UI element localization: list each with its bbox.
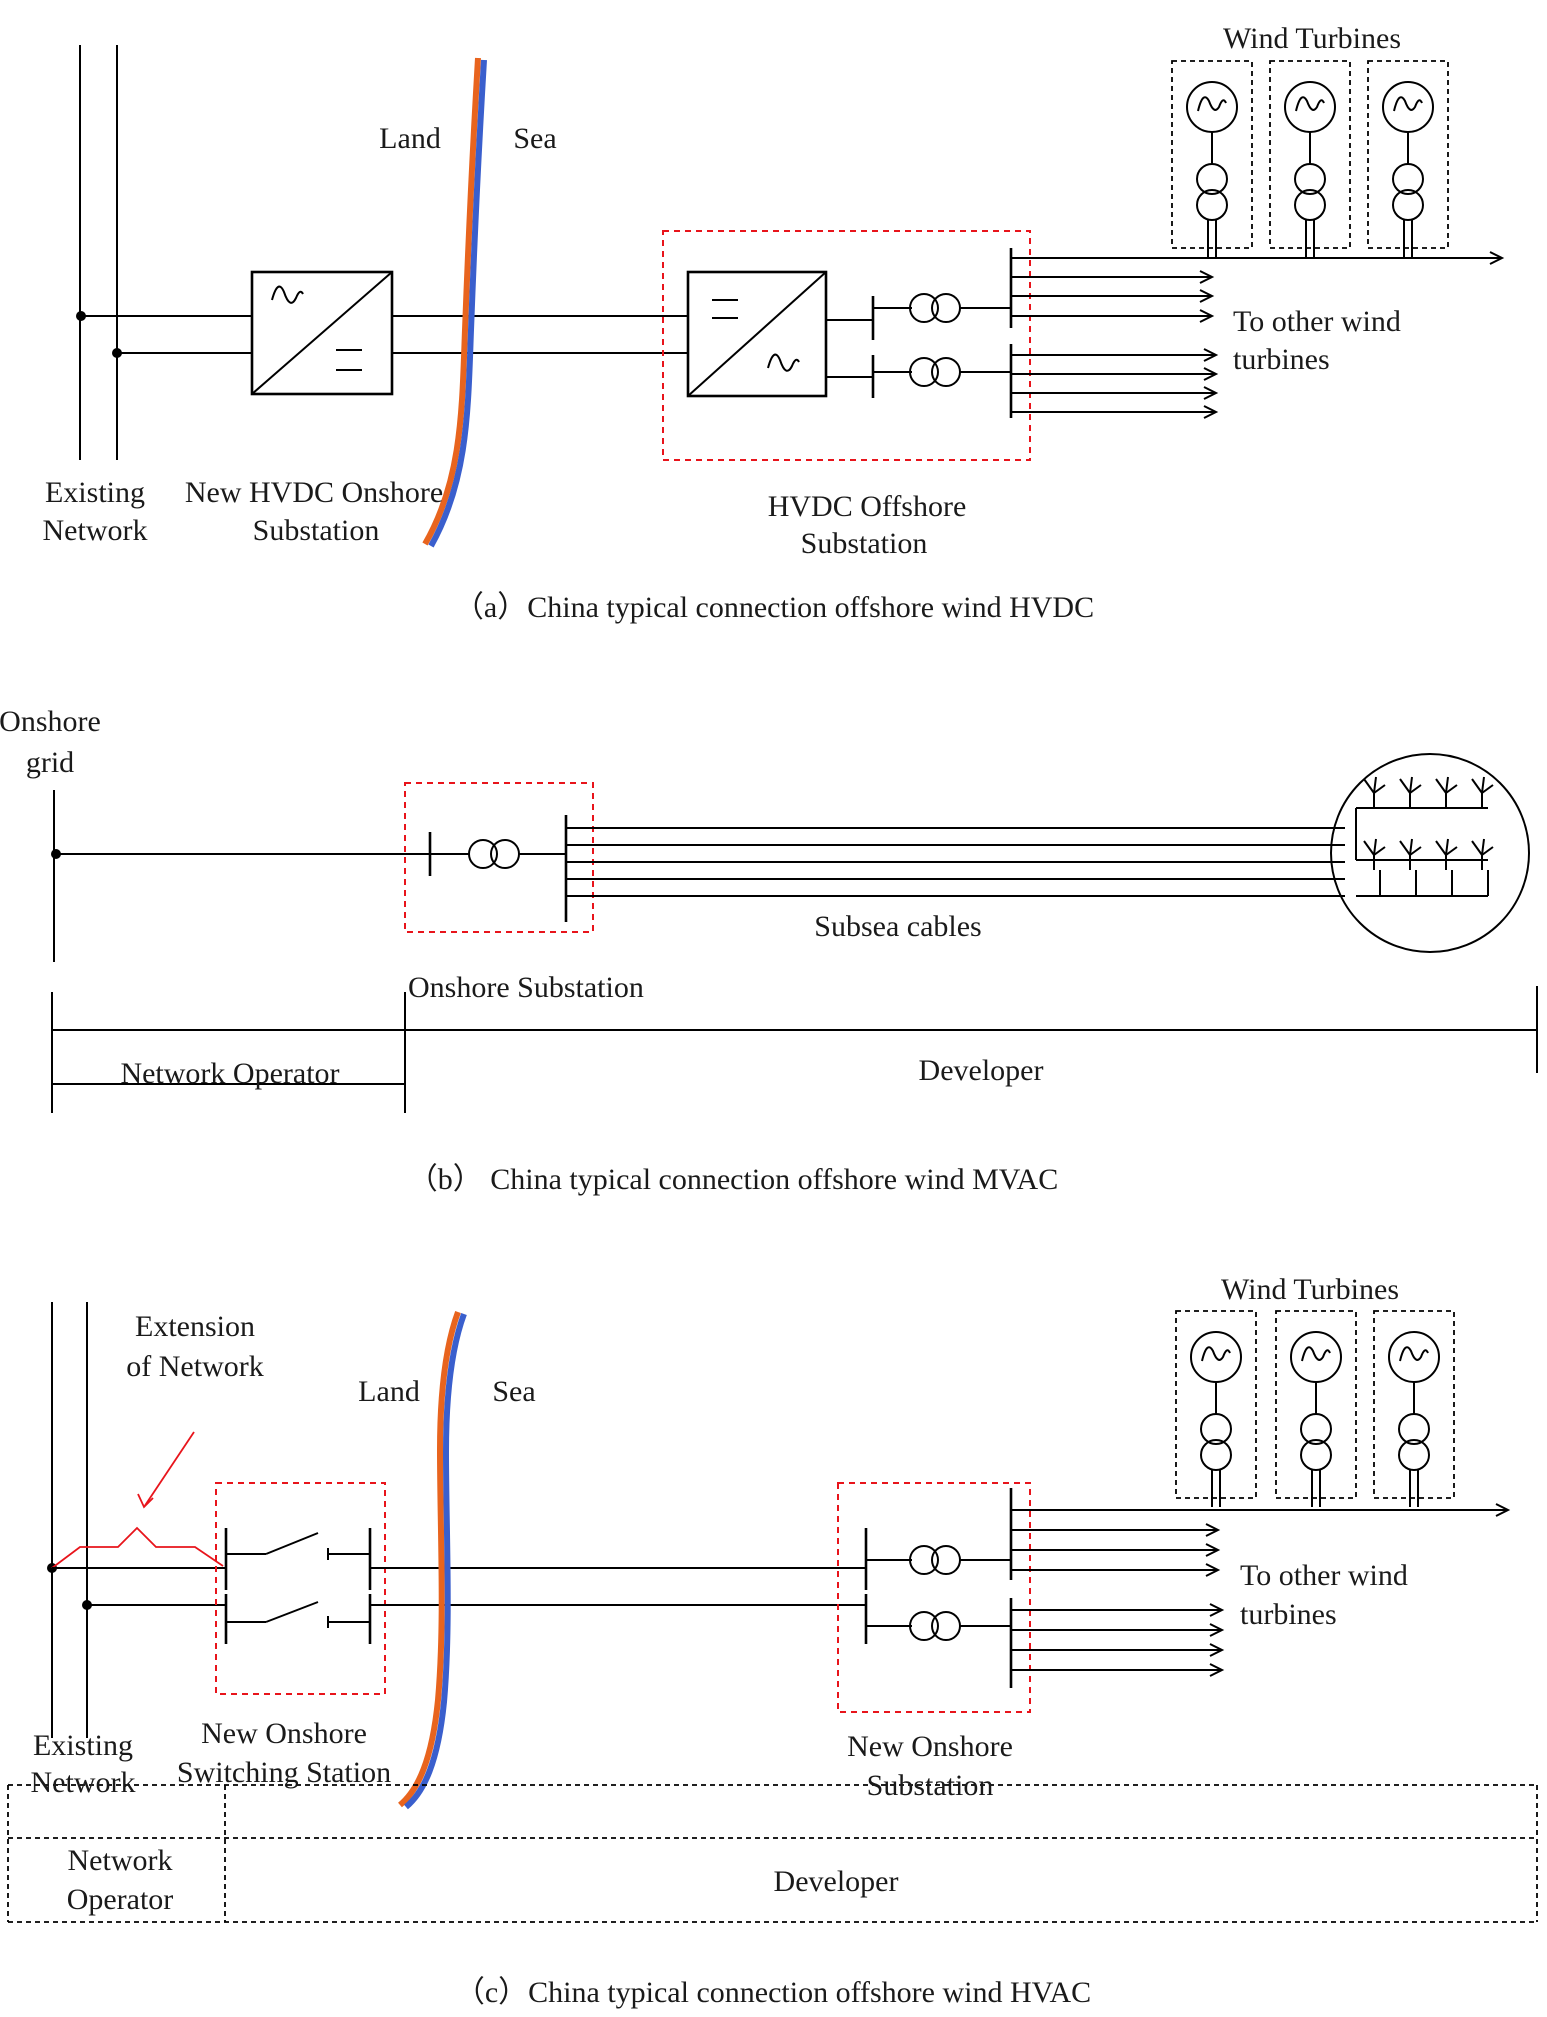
panel-c-hvac: Extension of Network Land Sea Wind Turbi… bbox=[7, 1273, 1538, 2009]
caption-a: （a）China typical connection offshore win… bbox=[454, 591, 1094, 624]
extension-label-line-2: of Network bbox=[126, 1350, 263, 1383]
wind-turbines-label: Wind Turbines bbox=[1223, 22, 1401, 55]
to-other-turbines-line-2: turbines bbox=[1233, 343, 1330, 376]
onshore-substation-label: Onshore Substation bbox=[408, 971, 644, 1004]
panel-a-hvdc: Wind Turbines Land Sea To other wind tur… bbox=[43, 22, 1503, 624]
subsea-cables bbox=[566, 827, 1345, 897]
feeders-c-upper bbox=[1011, 1503, 1509, 1577]
onshore-substation-line-2: Substation bbox=[253, 514, 380, 547]
extension-label-line-1: Extension bbox=[135, 1310, 255, 1343]
subsea-cables-label: Subsea cables bbox=[814, 910, 981, 943]
to-other-turbines-line-1: To other wind bbox=[1233, 305, 1401, 338]
hvdc-offshore-substation-box bbox=[662, 230, 1031, 461]
ownership-table-b bbox=[51, 986, 1538, 1113]
new-onshore-substation-box bbox=[837, 1482, 1031, 1713]
wind-farm-circle bbox=[1330, 753, 1530, 953]
to-other-turbines-line-2: turbines bbox=[1240, 1598, 1337, 1631]
switching-station-box bbox=[215, 1482, 386, 1695]
developer-label: Developer bbox=[774, 1865, 899, 1898]
caption-c: （c）China typical connection offshore win… bbox=[455, 1976, 1091, 2009]
extension-pointer-arrow bbox=[143, 1431, 195, 1508]
new-onshore-substation-line-1: New Onshore bbox=[847, 1730, 1013, 1763]
feeders-c-lower bbox=[1011, 1603, 1223, 1677]
offshore-substation-line-2: Substation bbox=[801, 527, 928, 560]
land-label: Land bbox=[358, 1375, 420, 1408]
network-operator-label: Network Operator bbox=[120, 1057, 339, 1090]
sea-label: Sea bbox=[513, 122, 556, 155]
coastline-a bbox=[422, 57, 487, 548]
feeders-a-lower bbox=[1011, 348, 1217, 419]
caption-b: （b） China typical connection offshore wi… bbox=[408, 1163, 1058, 1196]
wind-turbines-label: Wind Turbines bbox=[1221, 1273, 1399, 1306]
network-operator-line-2: Operator bbox=[67, 1883, 174, 1916]
existing-network-line-2: Network bbox=[43, 514, 148, 547]
new-onshore-substation-line-2: Substation bbox=[867, 1769, 994, 1802]
to-other-turbines-line-1: To other wind bbox=[1240, 1559, 1408, 1592]
switching-station-line-2: Switching Station bbox=[177, 1756, 391, 1789]
network-operator-line-1: Network bbox=[68, 1844, 173, 1877]
coastline-c bbox=[398, 1310, 467, 1810]
existing-network-line-2: Network bbox=[31, 1766, 136, 1799]
switches bbox=[224, 1528, 372, 1644]
onshore-substation-box bbox=[404, 782, 594, 933]
onshore-grid-line-2: grid bbox=[26, 746, 74, 779]
existing-network-line-1: Existing bbox=[33, 1729, 133, 1762]
onshore-substation-line-1: New HVDC Onshore bbox=[185, 476, 443, 509]
onshore-converter bbox=[250, 270, 394, 396]
offshore-converter bbox=[686, 270, 828, 398]
sea-label: Sea bbox=[492, 1375, 535, 1408]
wind-turbines-c bbox=[1175, 1310, 1455, 1508]
developer-label: Developer bbox=[919, 1054, 1044, 1087]
feeders-a-upper bbox=[1011, 251, 1503, 323]
onshore-grid-line-1: Onshore bbox=[0, 705, 101, 738]
offshore-substation-line-1: HVDC Offshore bbox=[768, 490, 967, 523]
switching-station-line-1: New Onshore bbox=[201, 1717, 367, 1750]
wind-turbines-a bbox=[1171, 60, 1449, 258]
existing-network-line-1: Existing bbox=[45, 476, 145, 509]
ownership-table-c bbox=[7, 1784, 1538, 1923]
extension-bracket bbox=[51, 1526, 224, 1569]
land-label: Land bbox=[379, 122, 441, 155]
panel-b-mvac: Onshore grid Subsea cables Onshore Subst bbox=[0, 705, 1538, 1196]
